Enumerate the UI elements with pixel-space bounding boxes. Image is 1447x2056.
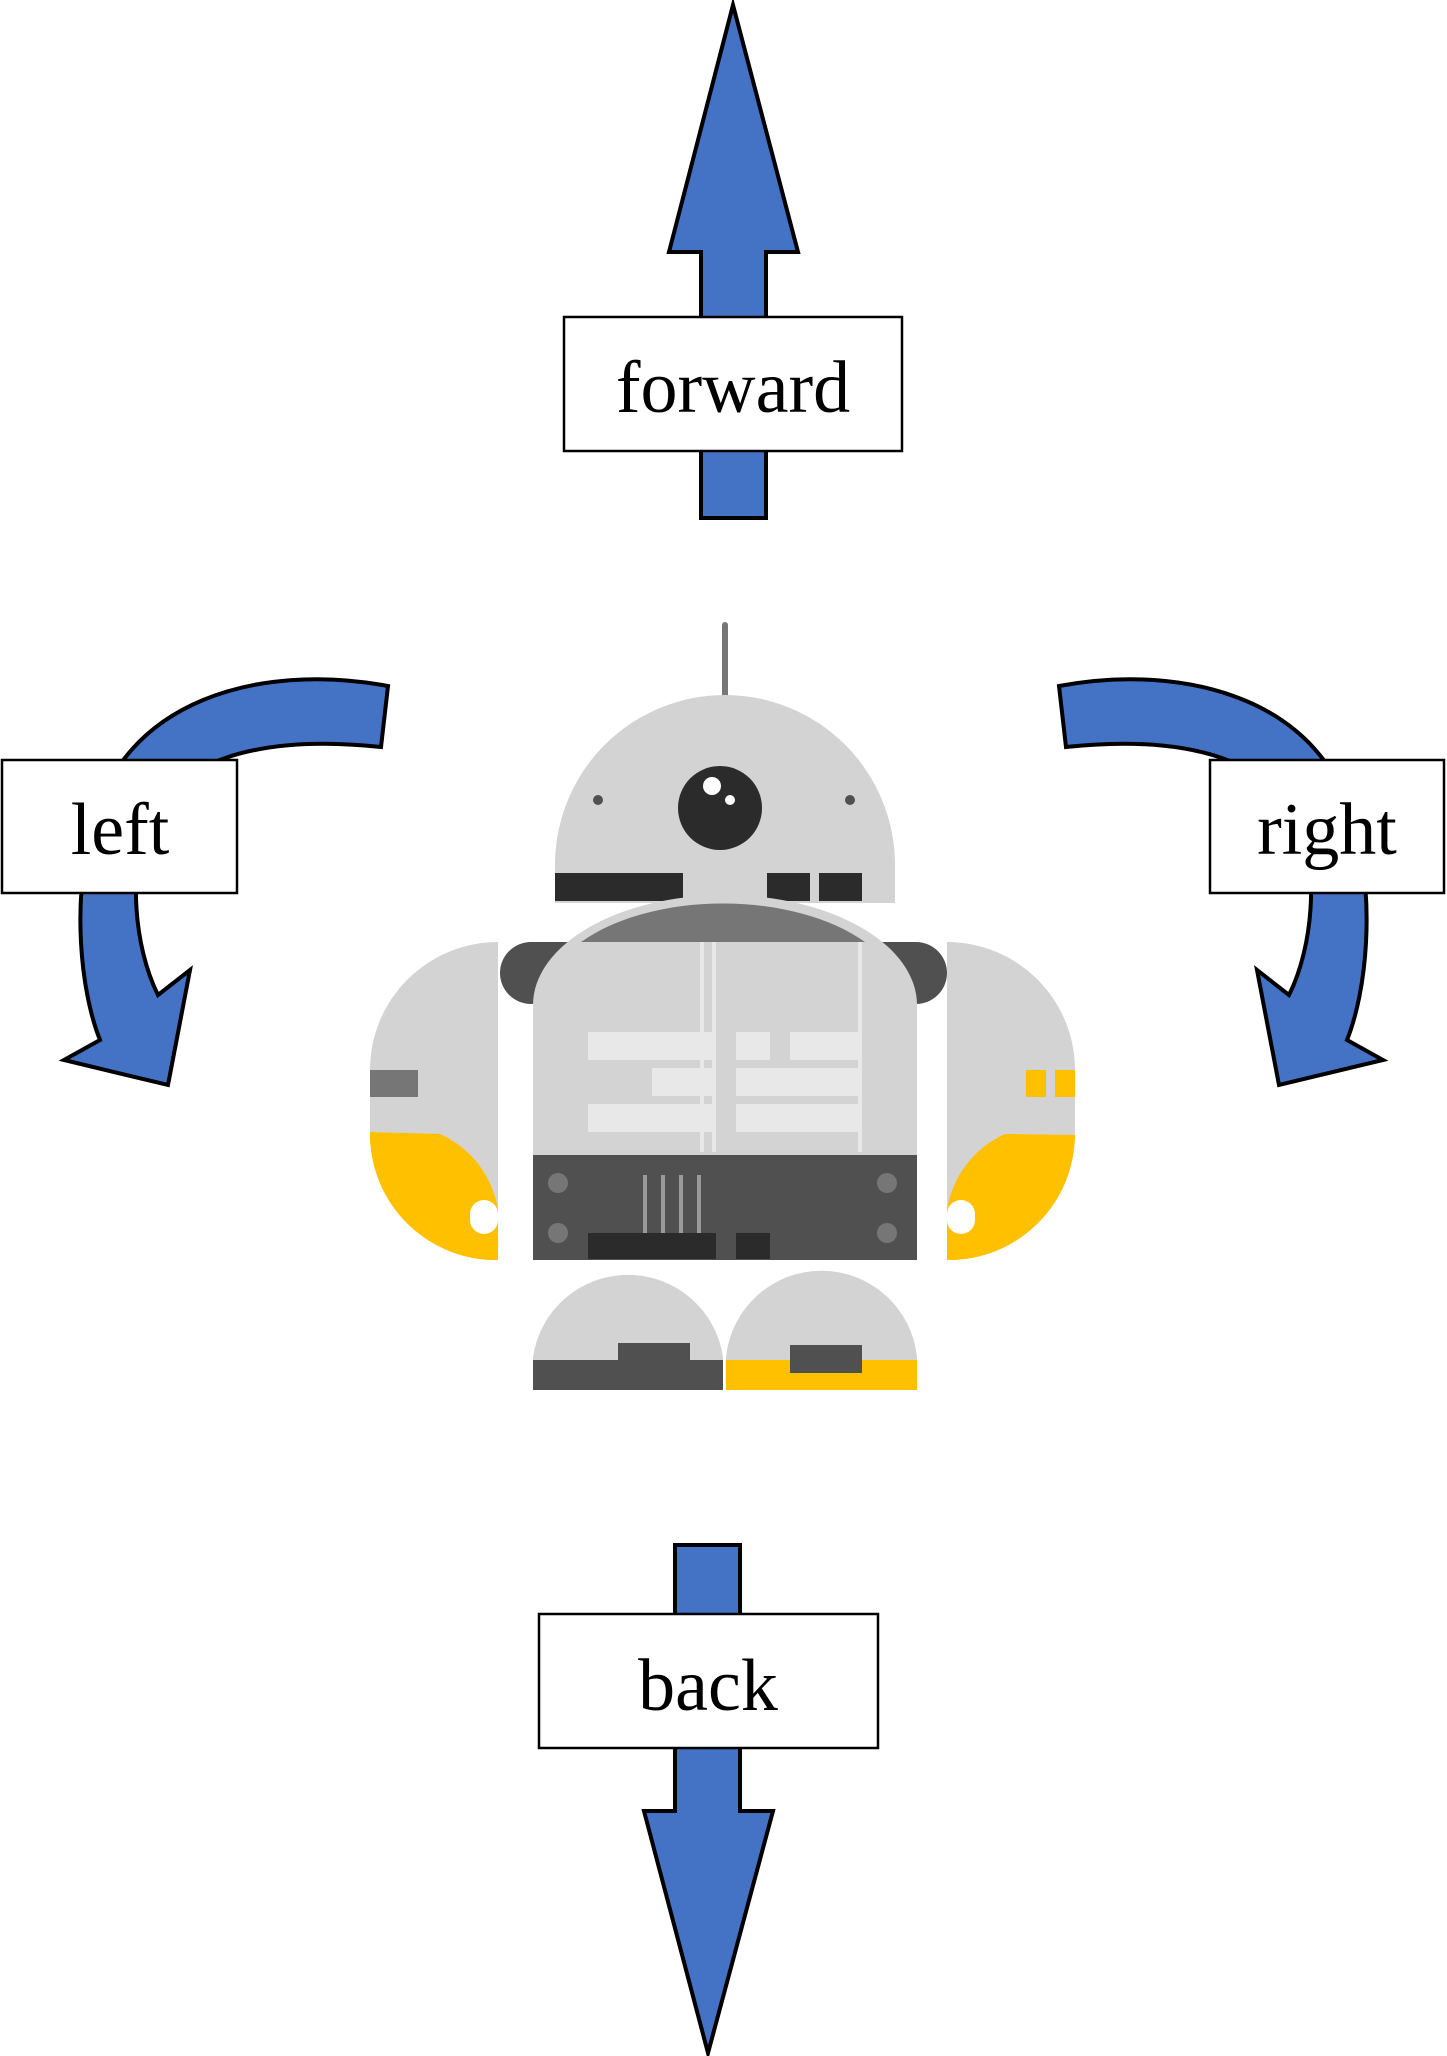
robot-belt-plate (736, 1233, 770, 1259)
robot-right-arm-mark (1026, 1070, 1046, 1097)
right-arrow: right (1056, 677, 1446, 1088)
robot-torso-line-2 (712, 942, 716, 1152)
robot-right-foot-tab (790, 1345, 862, 1373)
robot-eye-glint-large (703, 777, 721, 795)
left-label-box (0, 758, 239, 895)
robot-belt-bolt (877, 1173, 897, 1193)
robot-panel-stripe (588, 1032, 712, 1060)
robot-belt-plate (588, 1233, 716, 1259)
robot-icon (370, 622, 1075, 1390)
robot-head-stripe-right (819, 873, 862, 901)
right-label-box (1208, 758, 1446, 895)
robot-torso-top (581, 903, 865, 942)
left-arrow: left (0, 677, 391, 1088)
robot-left-arm-cuff (370, 1134, 498, 1261)
robot-left-arm-mark (370, 1070, 418, 1097)
robot-right-arm-mark (1055, 1070, 1075, 1097)
back-label-box (537, 1612, 880, 1750)
robot-belt-vent (643, 1175, 647, 1249)
robot-head-dot-right (845, 795, 855, 805)
forward-arrow: forward (562, 0, 904, 520)
robot-panel-stripe (736, 1068, 860, 1096)
back-label: back (638, 1645, 778, 1727)
robot-belt-vent (697, 1175, 701, 1249)
robot-head-stripe-mid (767, 873, 810, 901)
robot-right-arm-notch (947, 1200, 975, 1234)
robot-panel-stripe (652, 1068, 712, 1096)
robot-belt-vent (679, 1175, 683, 1249)
robot-eye-glint-small (725, 795, 735, 805)
robot-panel-stripe (736, 1032, 770, 1060)
robot-left-foot-tab (618, 1343, 690, 1361)
robot-belt-bolt (548, 1173, 568, 1193)
robot-panel-stripe (588, 1104, 712, 1132)
robot-eye (678, 766, 762, 850)
robot-right-arm-cuff (947, 1134, 1075, 1261)
robot-head-stripe-left (555, 873, 683, 901)
robot-belt-bolt (548, 1223, 568, 1243)
left-label: left (71, 789, 170, 871)
robot-left-arm-notch (470, 1200, 498, 1234)
robot-belt-vent (661, 1175, 665, 1249)
forward-label: forward (616, 347, 850, 429)
forward-label-box (562, 315, 904, 453)
robot-panel-stripe (790, 1032, 860, 1060)
robot-head-dot-left (593, 795, 603, 805)
robot-belt-bolt (877, 1223, 897, 1243)
back-arrow: back (537, 1543, 880, 2056)
robot-panel-stripe (736, 1104, 860, 1132)
robot-left-foot-sole (533, 1360, 723, 1390)
right-label: right (1257, 789, 1397, 871)
